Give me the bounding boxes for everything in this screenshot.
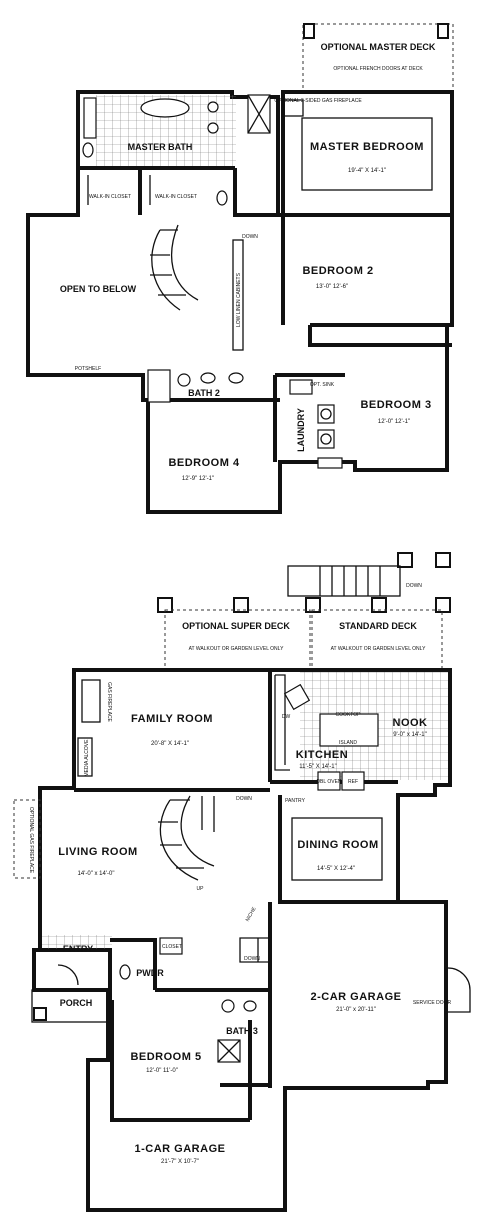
standard-deck-label: STANDARD DECK [339,621,417,631]
nook-size: 9'-0" x 14'-1" [393,732,427,738]
kitchen-label: KITCHEN [296,749,348,761]
master-bath-label: MASTER BATH [128,142,193,152]
dining-room-size: 14'-5" X 12'-4" [317,866,355,872]
family-room-label: FAMILY ROOM [131,713,213,725]
kitchen-size: 11'-5" X 14'-1" [299,764,336,770]
dbl-oven-label: DBL OVEN [316,779,341,785]
upper-exterior-wall [26,90,454,514]
family-room-size: 20'-8" X 14'-1" [151,741,189,747]
garage-down-label: DOWN [244,956,260,962]
island [319,713,379,747]
ref-label: REF [348,779,358,785]
potshelf-label: POTSHELF [75,366,101,372]
optional-super-deck-label: OPTIONAL SUPER DECK [182,621,290,631]
bedroom-5-label: BEDROOM 5 [130,1051,201,1063]
deck-down-label: DOWN [406,583,422,589]
super-deck-note: AT WALKOUT OR GARDEN LEVEL ONLY [189,646,285,652]
two-car-garage-label: 2-CAR GARAGE [311,991,402,1003]
linen-cabinets-label: LOW LINEN CABINETS [236,272,242,327]
bedroom-4-size: 12'-9" 12'-1" [182,476,214,482]
nook-label: NOOK [393,717,428,729]
master-bedroom-label: MASTER BEDROOM [310,141,424,153]
walk-in-closet-1-label: WALK-IN CLOSET [89,194,131,200]
gas-fireplace-label: GAS FIREPLACE [106,682,112,722]
bedroom-4-label: BEDROOM 4 [168,457,240,469]
porch-label: PORCH [60,998,93,1008]
optional-french-doors-label: OPTIONAL FRENCH DOORS AT DECK [333,66,423,72]
dining-room-label: DINING ROOM [297,839,378,851]
bedroom-2-label: BEDROOM 2 [302,265,373,277]
island-label: ISLAND [339,740,357,746]
optional-master-deck-label: OPTIONAL MASTER DECK [321,42,436,52]
media-alcove-label: MEDIA ALCOVE [84,739,90,777]
dbl-oven [317,771,341,791]
bath-2-label: BATH 2 [188,388,220,398]
living-room-label: LIVING ROOM [58,846,137,858]
laundry-label: LAUNDRY [296,408,306,452]
opt-sink-label: OPT. SINK [310,382,335,388]
lower-staircase [158,795,215,881]
bedroom-3-label: BEDROOM 3 [360,399,431,411]
two-car-garage-size: 21'-0" x 20'-11" [336,1007,376,1013]
stairs-up-label: UP [197,886,205,892]
cooktop-label: COOKTOP [336,712,362,718]
optional-living-fireplace-label: OPTIONAL GAS FIREPLACE [28,807,34,874]
walk-in-closet-2-label: WALK-IN CLOSET [155,194,197,200]
upper-staircase [150,224,199,311]
lower-floor [13,552,471,1212]
open-to-below-label: OPEN TO BELOW [60,284,137,294]
bath-3-label: BATH 3 [226,1026,258,1036]
pwdr-label: PWDR [136,968,164,978]
bedroom-5-size: 12'-0" 11'-0" [146,1068,178,1074]
closet-label: CLOSET [162,944,182,950]
master-bedroom-size: 19'-4" X 14'-1" [348,168,386,174]
lower-floor-labels: DOWN OPTIONAL SUPER DECK AT WALKOUT OR G… [28,583,452,1165]
service-door-label: SERVICE DOOR [413,1000,452,1006]
optional-master-deck [302,23,454,93]
bedroom-2-size: 13'-0" 12'-6" [316,284,348,290]
entry-label: ENTRY [63,944,93,954]
refrigerator [341,771,365,791]
standard-deck [311,609,443,671]
porch [31,989,111,1023]
upper-down-label: DOWN [242,234,258,240]
optional-super-deck [164,609,311,671]
dining-rug [291,817,383,881]
stairs-down-label: DOWN [236,796,252,802]
dw-label: DW [282,714,291,720]
niche-label: NICHE [245,906,258,923]
one-car-garage-size: 21'-7" X 10'-7" [161,1159,199,1165]
master-tub [140,98,190,118]
standard-deck-note: AT WALKOUT OR GARDEN LEVEL ONLY [331,646,427,652]
upper-floor [26,23,454,514]
one-car-garage-label: 1-CAR GARAGE [135,1143,226,1155]
living-room-size: 14'-0" x 14'-0" [78,871,115,877]
upper-floor-labels: OPTIONAL MASTER DECK OPTIONAL FRENCH DOO… [60,42,436,482]
deck-stairs [287,565,401,597]
bedroom-3-size: 12'-0" 12'-1" [378,419,410,425]
pantry-label: PANTRY [285,798,305,804]
optional-fireplace-label: OPTIONAL 3-SIDED GAS FIREPLACE [274,98,362,104]
